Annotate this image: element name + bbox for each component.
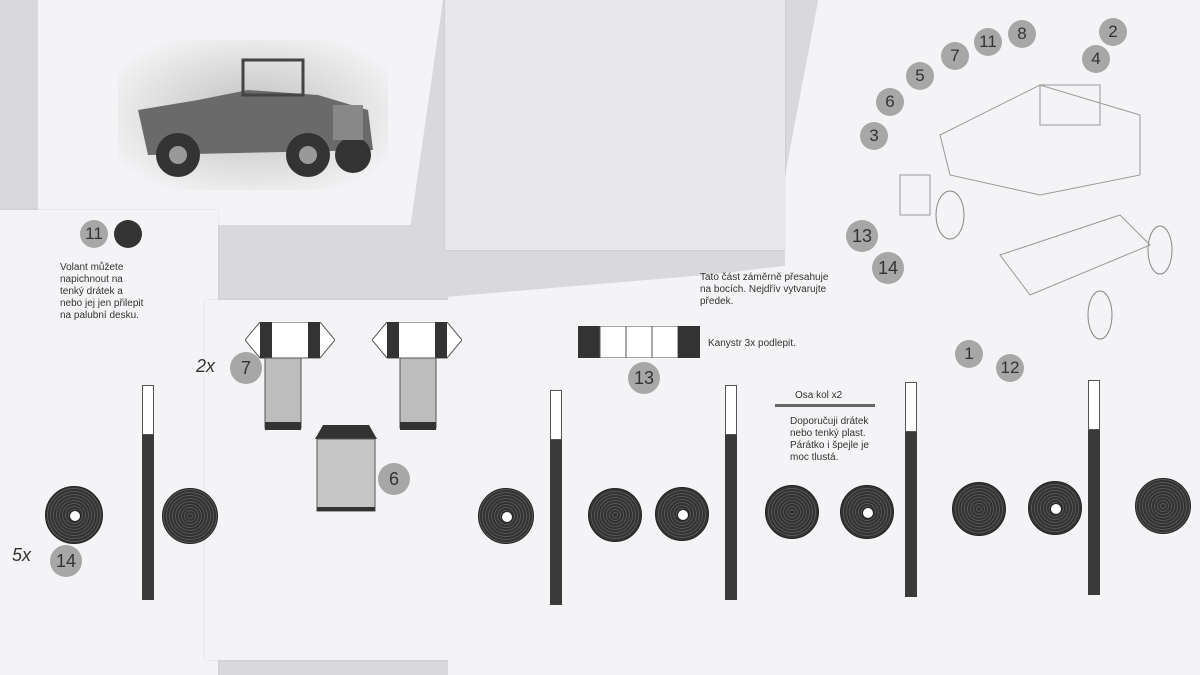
- axle-strip-1: [142, 385, 154, 600]
- wheel-5: [1135, 478, 1191, 534]
- seat-part-left: [244, 321, 336, 432]
- axle-strip-5: [1088, 380, 1100, 595]
- multiplier-5x: 5x: [12, 545, 32, 565]
- axle-strip-4: [905, 382, 917, 597]
- wheel-2: [588, 488, 642, 542]
- axle-strip-3: [725, 385, 737, 600]
- multiplier-2x: 2x: [196, 356, 216, 376]
- axle-rule: [775, 404, 875, 407]
- wheel-hub-4: [840, 485, 894, 539]
- badge-7: 7: [941, 42, 969, 70]
- wheel-1: [162, 488, 218, 544]
- wheel-hub-5: [1028, 481, 1082, 535]
- part-number-11: 11: [80, 220, 108, 248]
- part-6-shape: [315, 425, 377, 513]
- badge-8: 8: [1008, 20, 1036, 48]
- canister-strip: [578, 325, 700, 359]
- badge-4: 4: [1082, 45, 1110, 73]
- part-number-6: 6: [378, 463, 410, 495]
- axle-note: Doporučuji drátek nebo tenký plast. Párá…: [790, 416, 869, 463]
- wheel-hub-2: [478, 488, 534, 544]
- badge-14: 14: [872, 252, 904, 284]
- wheel-3: [765, 485, 819, 539]
- top-middle-sheet: [445, 0, 785, 250]
- badge-13: 13: [846, 220, 878, 252]
- axle-title: Osa kol x2: [795, 390, 843, 401]
- badge-2: 2: [1099, 18, 1127, 46]
- badge-12: 12: [996, 354, 1024, 382]
- seat-part-right: [371, 321, 463, 432]
- canister-note: Kanystr 3x podlepit.: [708, 338, 796, 349]
- wheel-hub-1: [45, 486, 103, 544]
- part-number-7: 7: [230, 352, 262, 384]
- jeep-diagram: [890, 75, 1190, 345]
- part-number-14: 14: [50, 545, 82, 577]
- left-sheet: [0, 210, 218, 675]
- wheel-hub-3: [655, 487, 709, 541]
- badge-6: 6: [876, 88, 904, 116]
- part-number-13: 13: [628, 362, 660, 394]
- badge-11: 11: [974, 28, 1002, 56]
- steering-wheel-icon: [114, 220, 142, 248]
- overlap-note: Tato část záměrně přesahuje na bocích. N…: [700, 272, 829, 307]
- badge-3: 3: [860, 122, 888, 150]
- axle-strip-2: [550, 390, 562, 605]
- badge-5: 5: [906, 62, 934, 90]
- badge-1: 1: [955, 340, 983, 368]
- jeep-photo: [118, 40, 388, 190]
- wheel-4: [952, 482, 1006, 536]
- steering-note: Volant můžete napichnout na tenký drátek…: [60, 262, 144, 321]
